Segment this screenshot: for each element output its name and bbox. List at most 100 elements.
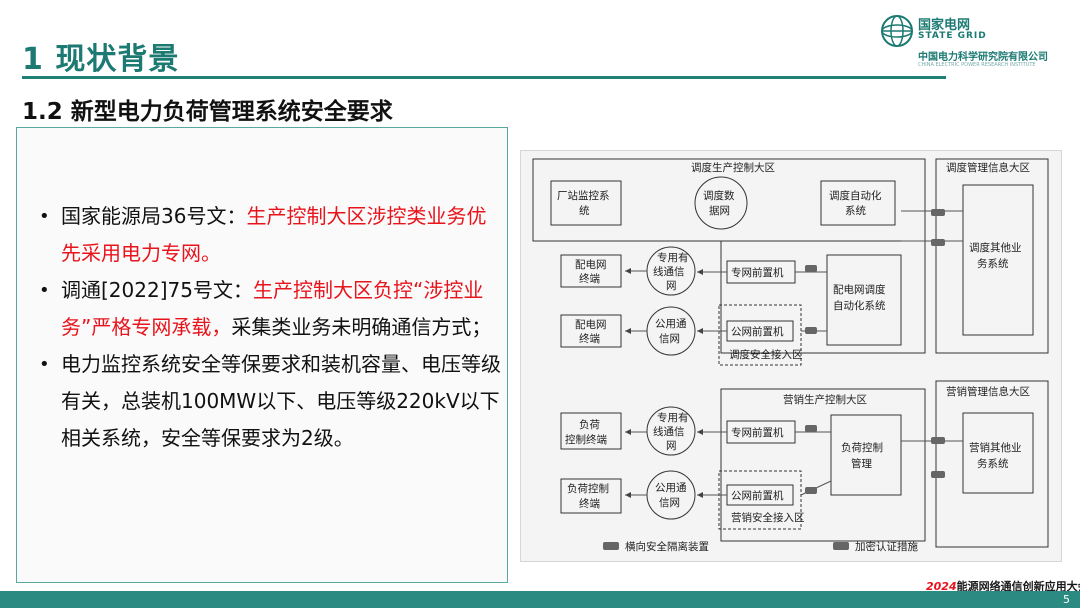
public-comm-net-node-1 [646,306,696,356]
dist-dispatch-auto-box [826,254,902,346]
dispatch-data-net-label: 据网 [709,204,730,217]
public-comm-net-label: 信网 [659,497,680,509]
load-ctrl-terminal-label: 负荷 [579,418,600,431]
private-comm-net-label: 线通信 [653,425,685,438]
dist-terminal-box-2 [560,314,622,348]
dispatch-other-label: 调度其他业 [969,241,1022,254]
bullet-highlight: 生产控制大区负控“涉控业务”严格专网承载， [61,278,484,339]
dispatch-secure-access-label: 调度安全接入区 [729,348,803,361]
private-comm-net-label: 网 [666,440,677,452]
encryption-icon [805,487,817,494]
market-mgmt-zone-box [935,380,1049,548]
state-grid-logo: 国家电网 STATE GRID 中国电力科学研究院有限公司 CHINA ELEC… [880,12,1070,72]
dist-terminal-label: 配电网 [575,258,607,271]
dispatch-other-box [962,184,1034,336]
dispatch-data-net-node [694,176,748,230]
isolation-device-icon [931,437,945,444]
bullet-text: 国家能源局36号文： [61,204,247,228]
title-divider [22,76,946,79]
legend-encryption-icon [833,542,849,550]
dist-terminal-label: 配电网 [575,318,607,331]
load-ctrl-terminal-label: 终端 [579,497,600,510]
private-front-label: 专网前置机 [731,426,784,439]
logo-org-cn: 中国电力科学研究院有限公司 [918,52,1048,63]
private-comm-net-label: 专用有 [657,411,689,424]
market-other-label: 营销其他业 [969,441,1022,454]
load-ctrl-mgmt-label: 负荷控制 [841,441,883,454]
section-subtitle: 1.2 新型电力负荷管理系统安全要求 [22,99,393,125]
market-prod-zone-label: 营销生产控制大区 [783,393,867,406]
market-prod-zone-box [720,388,926,542]
requirements-list: 国家能源局36号文：生产控制大区涉控类业务优先采用电力专网。 调通[2022]7… [35,198,501,457]
market-other-box [962,412,1034,494]
dispatch-prod-zone-label: 调度生产控制大区 [691,161,775,174]
plant-monitor-label: 厂站监控系 [557,189,610,202]
list-item: 电力监控系统安全等保要求和装机容量、电压等级有关，总装机100MW以下、电压等级… [35,346,501,457]
load-ctrl-terminal-label: 负荷控制 [567,482,609,495]
dispatch-auto-label: 调度自动化 [829,189,882,202]
list-item: 调通[2022]75号文：生产控制大区负控“涉控业务”严格专网承载，采集类业务未… [35,272,501,346]
isolation-device-icon [931,471,945,478]
plant-monitor-box [550,180,622,226]
load-ctrl-terminal-label: 控制终端 [565,433,607,446]
logo-name-cn: 国家电网 [918,18,971,33]
load-ctrl-mgmt-label: 管理 [851,457,872,470]
public-comm-net-node-2 [646,470,696,520]
encryption-icon [805,327,817,334]
market-secure-access-box [718,470,802,530]
isolation-device-icon [931,209,945,216]
public-comm-net-label: 信网 [659,333,680,345]
dispatch-data-net-label: 调度数 [703,189,735,202]
private-comm-net-label: 线通信 [653,265,685,278]
dispatch-auto-box [820,180,896,226]
public-comm-net-label: 公用通 [655,318,687,330]
page-number: 5 [1063,593,1070,606]
load-ctrl-terminal-box-1 [560,412,622,450]
dist-dispatch-auto-label: 配电网调度 [833,283,886,296]
bullet-text: 调通[2022]75号文： [61,278,253,302]
page-title: 1 现状背景 [22,42,180,77]
architecture-diagram: 调度生产控制大区 调度管理信息大区 厂站监控系 统 调度数 据网 调度自动化 系… [520,150,1062,562]
dist-terminal-label: 终端 [579,332,600,345]
private-front-label: 专网前置机 [731,266,784,279]
state-grid-emblem-icon [881,15,913,47]
load-ctrl-terminal-box-2 [560,478,622,514]
encryption-icon [805,265,817,272]
list-item: 国家能源局36号文：生产控制大区涉控类业务优先采用电力专网。 [35,198,501,272]
private-comm-net-label: 网 [666,280,677,292]
market-other-label: 务系统 [977,457,1009,470]
dist-terminal-box-1 [560,254,622,288]
public-front-label: 公网前置机 [731,325,784,338]
footer-bar [0,591,1080,608]
plant-monitor-label: 统 [579,204,590,217]
logo-name-en: STATE GRID [918,31,987,41]
bullet-text: 电力监控系统安全等保要求和装机容量、电压等级有关，总装机100MW以下、电压等级… [61,352,501,450]
dispatch-other-label: 务系统 [977,257,1009,270]
legend-isolation-label: 横向安全隔离装置 [625,540,709,553]
logo-org-en: CHINA ELECTRIC POWER RESEARCH INSTITUTE [918,62,1036,68]
bullet-highlight: 生产控制大区涉控类业务优先采用电力专网。 [61,204,487,265]
public-front-label: 公网前置机 [731,489,784,502]
isolation-device-icon [931,239,945,246]
bullet-text: 采集类业务未明确通信方式； [231,315,492,339]
legend-encryption-label: 加密认证措施 [855,540,918,553]
event-year: 2024 [926,580,957,593]
dispatch-auto-label: 系统 [845,204,866,217]
load-ctrl-mgmt-box [830,414,902,496]
market-secure-access-label: 营销安全接入区 [731,511,805,524]
event-name: 能源网络通信创新应用大会 [956,580,1080,593]
dispatch-secure-access-box [718,304,802,366]
legend-isolation-icon [603,542,619,550]
private-comm-net-label: 专用有 [657,251,689,264]
dispatch-mgmt-zone-label: 调度管理信息大区 [946,161,1030,174]
dispatch-lower-zone-box [720,240,926,354]
private-comm-net-node-2 [646,406,696,456]
event-branding: 2024能源网络通信创新应用大会 [926,578,1080,594]
dist-dispatch-auto-label: 自动化系统 [833,299,886,312]
requirements-textbox: 国家能源局36号文：生产控制大区涉控类业务优先采用电力专网。 调通[2022]7… [16,127,508,583]
dispatch-mgmt-zone-box [935,158,1049,354]
encryption-icon [805,425,817,432]
dist-terminal-label: 终端 [579,272,600,285]
architecture-diagram-svg: 调度生产控制大区 调度管理信息大区 厂站监控系 统 调度数 据网 调度自动化 系… [532,158,1049,553]
market-mgmt-zone-label: 营销管理信息大区 [946,385,1030,398]
